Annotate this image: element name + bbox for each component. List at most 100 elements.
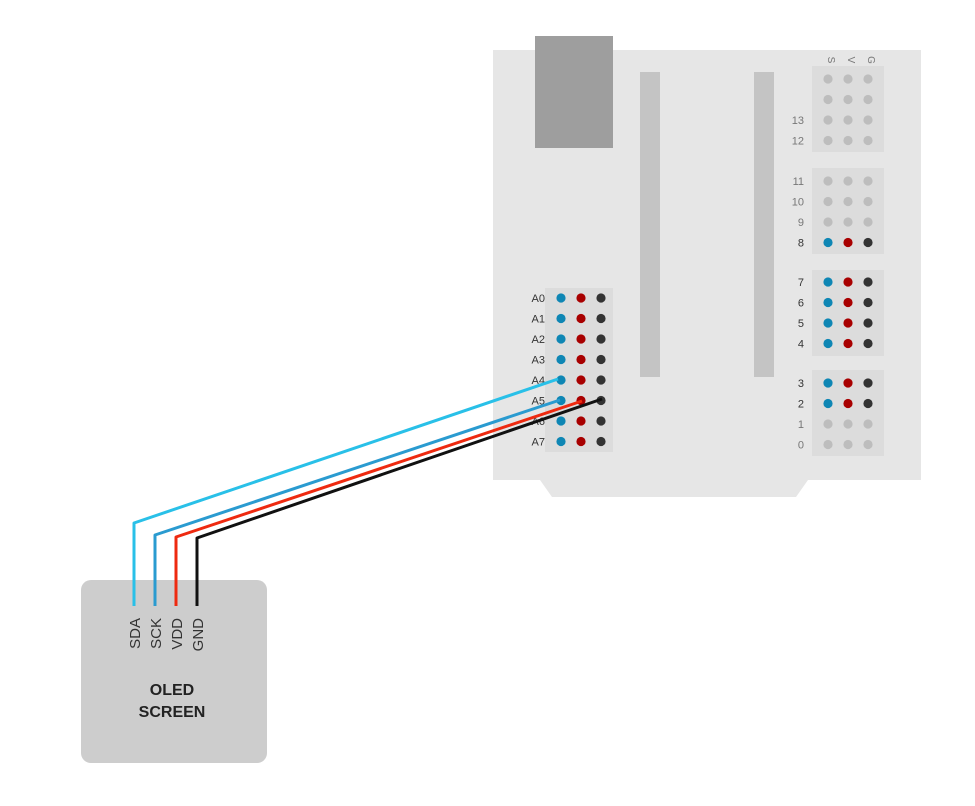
power-pin — [843, 439, 853, 450]
header-label-s: S — [825, 57, 836, 64]
pin-label: 1 — [798, 419, 804, 431]
pin-label: 10 — [792, 197, 804, 209]
pin-label: 4 — [798, 339, 804, 351]
power-pin — [843, 297, 853, 308]
ground-pin — [596, 354, 606, 365]
oled-board — [81, 580, 267, 763]
pin-label: 5 — [798, 318, 804, 330]
ground-pin — [863, 217, 873, 227]
power-pin — [576, 334, 586, 344]
ground-pin — [863, 398, 873, 409]
pin-label: 12 — [792, 136, 804, 148]
ground-pin — [596, 375, 606, 385]
oled-pin-gnd-label: GND — [190, 618, 207, 652]
ground-pin — [596, 334, 606, 344]
signal-pin — [556, 436, 566, 447]
signal-pin — [823, 94, 833, 105]
ground-pin — [863, 74, 873, 84]
signal-pin — [823, 277, 833, 287]
signal-pin — [823, 237, 833, 248]
power-pin — [843, 237, 853, 248]
signal-pin — [823, 398, 833, 409]
signal-pin — [823, 419, 833, 429]
power-pin — [843, 419, 853, 429]
ground-pin — [596, 293, 606, 303]
power-pin — [843, 196, 853, 207]
signal-pin — [556, 313, 566, 324]
power-pin — [576, 354, 586, 365]
power-pin — [576, 313, 586, 324]
signal-pin — [823, 176, 833, 186]
power-pin — [843, 318, 853, 328]
header-label-g: G — [865, 56, 876, 64]
signal-pin — [823, 74, 833, 84]
signal-pin — [823, 297, 833, 308]
usb-connector — [535, 36, 613, 148]
signal-pin — [556, 416, 566, 426]
pin-label: 13 — [792, 115, 804, 127]
header-strip-left — [640, 72, 660, 377]
pin-label: A2 — [532, 334, 545, 346]
signal-pin — [823, 439, 833, 450]
pin-label: A3 — [532, 355, 545, 367]
ground-pin — [863, 297, 873, 308]
signal-pin — [556, 375, 566, 385]
oled-module: SDA SCK VDD GND OLED SCREEN — [81, 580, 267, 763]
power-pin — [843, 398, 853, 409]
ground-pin — [863, 419, 873, 429]
wire-sck — [153, 398, 561, 606]
power-pin — [843, 338, 853, 349]
shield-bottom-tab — [540, 480, 808, 497]
pin-label: A0 — [532, 293, 545, 305]
oled-pin-sck-label: SCK — [148, 618, 165, 649]
power-pin — [576, 293, 586, 303]
signal-pin — [556, 395, 566, 406]
pin-label: A7 — [532, 437, 545, 449]
power-pin — [576, 416, 586, 426]
power-pin — [576, 375, 586, 385]
power-pin — [843, 217, 853, 227]
power-pin — [843, 176, 853, 186]
ground-pin — [863, 439, 873, 450]
header-label-v: V — [845, 57, 856, 64]
pin-label: 6 — [798, 298, 804, 310]
ground-pin — [863, 196, 873, 207]
analog-pin-block — [545, 288, 613, 452]
oled-title-line1: OLED — [150, 682, 194, 699]
ground-pin — [863, 94, 873, 105]
pin-label: 11 — [793, 176, 804, 188]
signal-pin — [556, 334, 566, 344]
oled-pin-vdd-label: VDD — [169, 618, 186, 650]
oled-title-line2: SCREEN — [139, 704, 206, 721]
wires — [132, 377, 603, 606]
wire-sda — [132, 377, 559, 606]
svg-header-labels: S V G — [825, 56, 876, 64]
signal-pin — [823, 378, 833, 388]
power-pin — [843, 378, 853, 388]
ground-pin — [863, 338, 873, 349]
signal-pin — [823, 115, 833, 125]
ground-pin — [863, 277, 873, 287]
ground-pin — [596, 416, 606, 426]
ground-pin — [863, 135, 873, 146]
ground-pin — [863, 176, 873, 186]
power-pin — [843, 277, 853, 287]
signal-pin — [823, 135, 833, 146]
power-pin — [576, 436, 586, 447]
ground-pin — [596, 436, 606, 447]
ground-pin — [863, 237, 873, 248]
pin-label: 0 — [798, 440, 804, 452]
ground-pin — [863, 378, 873, 388]
pin-label: 7 — [798, 277, 804, 289]
header-strip-right — [754, 72, 774, 377]
power-pin — [843, 94, 853, 105]
signal-pin — [823, 338, 833, 349]
pin-label: 8 — [798, 238, 804, 250]
pin-label: A1 — [532, 314, 545, 326]
wire-gnd — [195, 397, 603, 606]
signal-pin — [823, 217, 833, 227]
pin-label: 9 — [798, 217, 804, 229]
